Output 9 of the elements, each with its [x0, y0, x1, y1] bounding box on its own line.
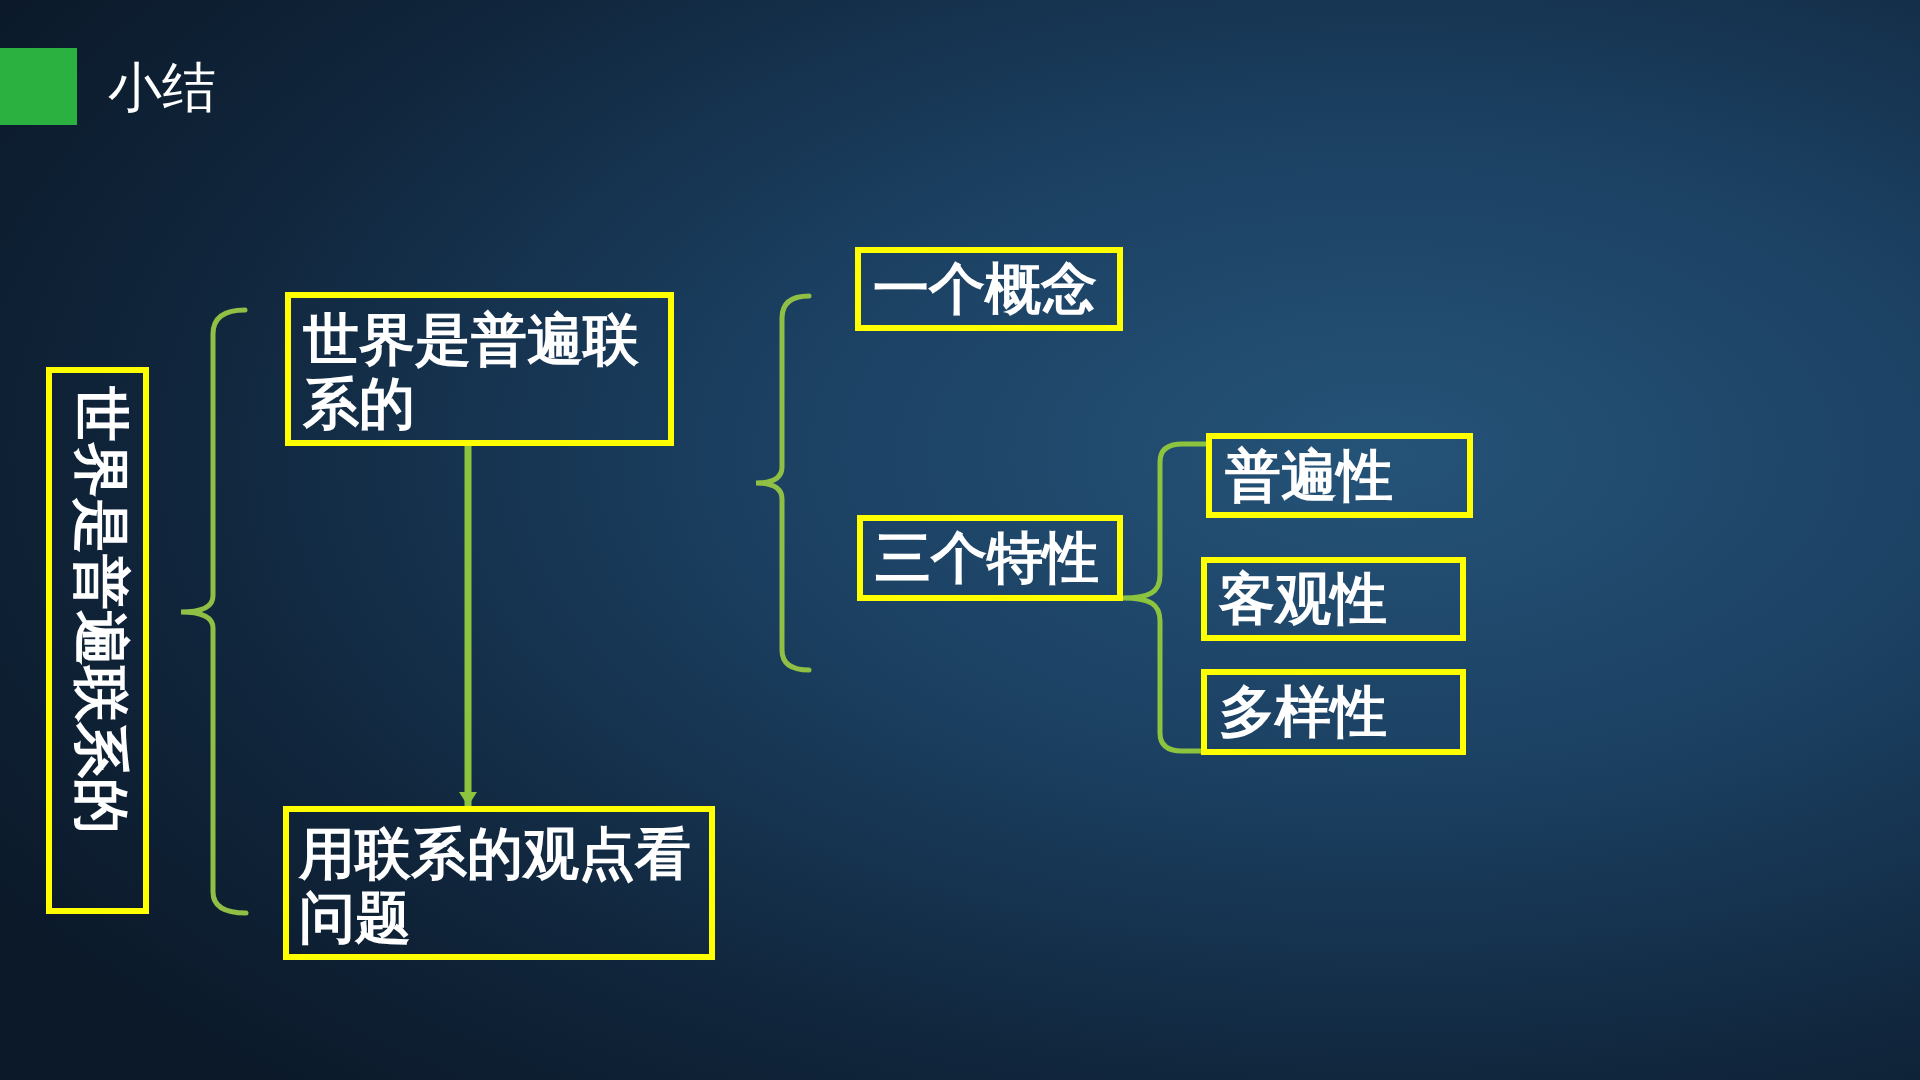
- slide-title: 小结: [108, 58, 216, 118]
- vertical-topic-box: 世界是普遍联系的: [46, 367, 149, 914]
- topic-box: 多样性: [1201, 669, 1466, 755]
- topic-box: 用联系的观点看问题: [283, 806, 715, 960]
- topic-box: 世界是普遍联系的: [285, 292, 674, 446]
- topic-box: 一个概念: [855, 247, 1123, 331]
- topic-box: 客观性: [1201, 557, 1466, 641]
- topic-box: 三个特性: [857, 515, 1123, 601]
- topic-box: 普遍性: [1206, 433, 1473, 518]
